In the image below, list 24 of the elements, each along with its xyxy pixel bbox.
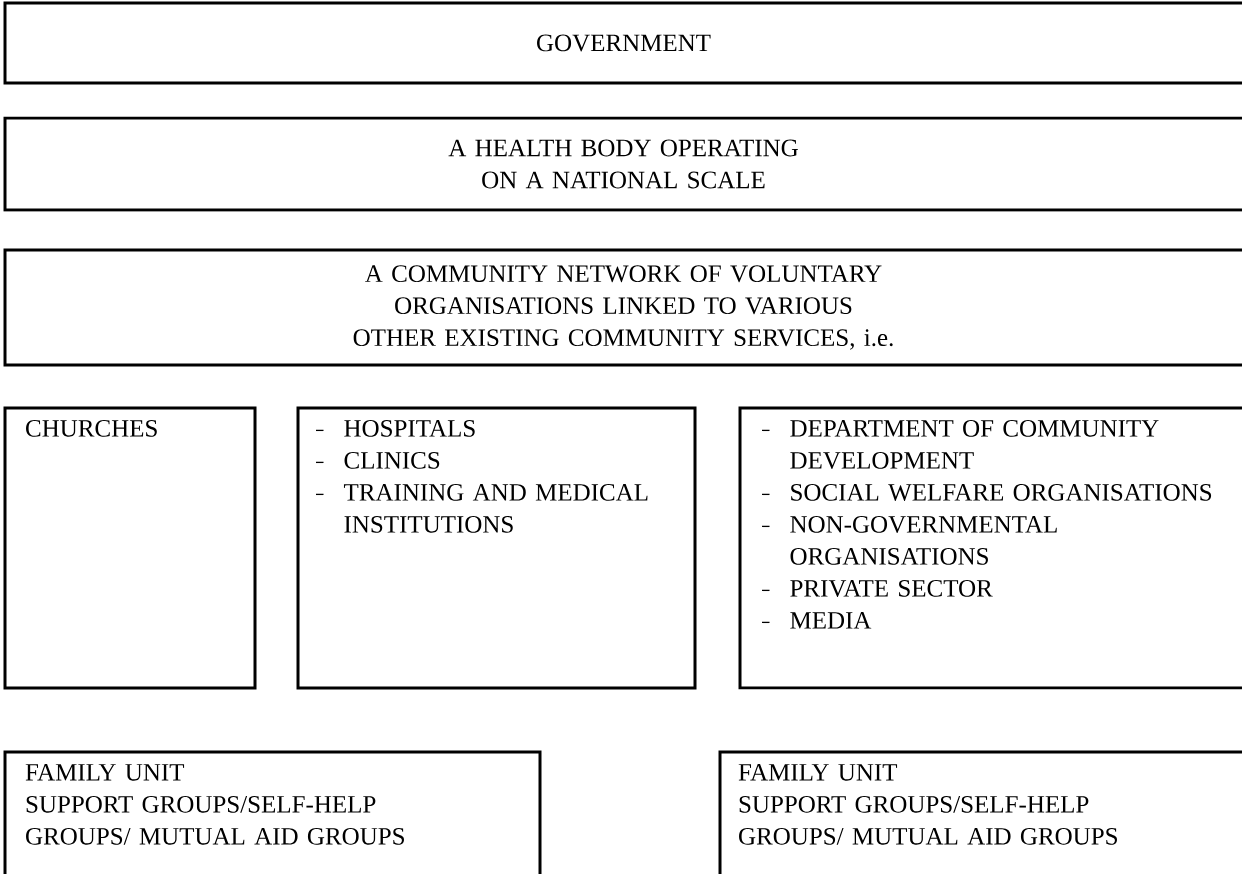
box-text: GOVERNMENT [537,34,711,52]
box [3,116,1242,212]
list-item: CLINICS [315,452,440,469]
box-text: FAMILY UNIT [25,764,185,781]
box [738,406,1242,690]
list-item: PRIVATE SECTOR [761,580,993,597]
list-item: DEPARTMENT OF COMMUNITY DEVELOPMENT [761,420,1159,469]
list-item: SOCIAL WELFARE ORGANISATIONS [761,484,1212,501]
box [3,750,542,874]
box-text: A COMMUNITY NETWORK OF VOLUNTARY ORGANISATIONS LINKED TO VARIOUS OTHER EXISTING COMMUNITY SERVICES, i.e. [353,265,893,350]
box-text: SUPPORT GROUPS/SELF-HELP GROUPS/ MUTUAL AID GROUPS [26,795,404,845]
box [3,406,257,690]
list-item: TRAINING AND MEDICAL INSTITUTIONS [315,484,648,533]
box [718,750,1242,874]
box [3,248,1242,367]
box-text: A HEALTH BODY OPERATING ON A NATIONAL SCALE [448,139,798,189]
box-text: CHURCHES [26,420,157,437]
list-item: MEDIA [761,612,872,629]
box-text: FAMILY UNIT [738,764,898,781]
list-item: NON-GOVERNMENTAL ORGANISATIONS [761,516,1057,565]
box [3,1,1242,85]
list-item: HOSPITALS [315,420,475,437]
box-text: SUPPORT GROUPS/SELF-HELP GROUPS/ MUTUAL AID GROUPS [739,795,1117,845]
box [296,406,697,690]
